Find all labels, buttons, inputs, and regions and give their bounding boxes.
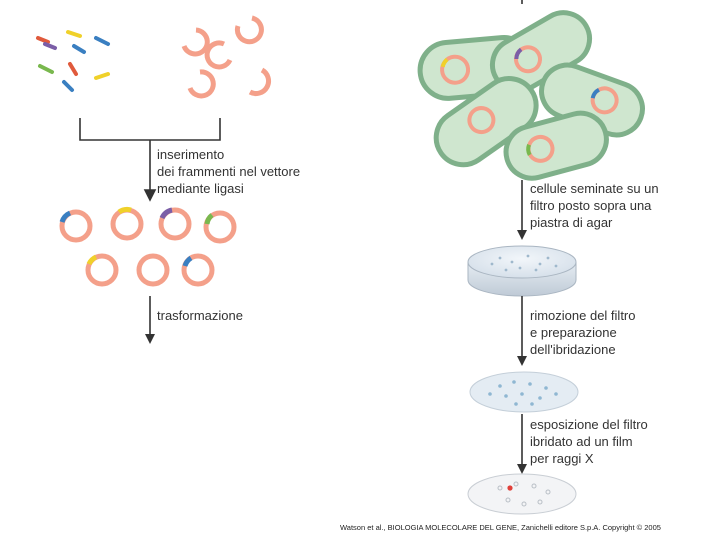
plasmid (136, 253, 170, 287)
merge-bracket (79, 118, 221, 202)
label-transformation: trasformazione (157, 308, 243, 323)
plasmid (234, 15, 264, 45)
fragment (62, 80, 74, 92)
bacterial-cells (417, 10, 645, 181)
fragment (72, 44, 86, 54)
fragment (36, 36, 50, 44)
plasmid (203, 210, 237, 244)
label-filter-removal: rimozione del filtro e preparazione dell… (530, 308, 636, 357)
label-exposure: esposizione del filtro ibridato ad un fi… (530, 417, 648, 466)
arrow-filter-removal (517, 296, 527, 366)
plasmid (110, 207, 144, 241)
vector-plasmids (181, 15, 272, 99)
bacterium (433, 76, 539, 168)
petri-dish (467, 245, 577, 297)
recombinant-plasmids (59, 206, 237, 287)
plasmid (85, 253, 119, 287)
arrow-transformation (145, 296, 155, 344)
fragment (38, 64, 54, 74)
plasmid (187, 69, 216, 99)
label-seeding: cellule seminate su un filtro posto sopr… (530, 181, 659, 230)
fragment (68, 62, 78, 76)
plasmid (59, 209, 93, 243)
arrow-seeding (517, 180, 527, 240)
plasmid (158, 207, 192, 241)
dna-fragments (36, 30, 110, 92)
fragment (43, 42, 57, 50)
plasmid (204, 40, 233, 70)
fragment (66, 30, 82, 38)
bacterium (503, 110, 609, 181)
plasmid (181, 253, 215, 287)
fragment (94, 72, 110, 80)
plasmid (181, 27, 210, 57)
positive-signal (507, 485, 513, 491)
fragment (94, 36, 110, 46)
copyright-credit: Watson et al., BIOLOGIA MOLECOLARE DEL G… (340, 523, 661, 532)
arrow-exposure (517, 414, 527, 474)
plasmid (248, 67, 272, 97)
label-insertion: inserimento dei frammenti nel vettore me… (157, 147, 301, 196)
xray-film (467, 473, 577, 515)
filter (469, 371, 579, 413)
